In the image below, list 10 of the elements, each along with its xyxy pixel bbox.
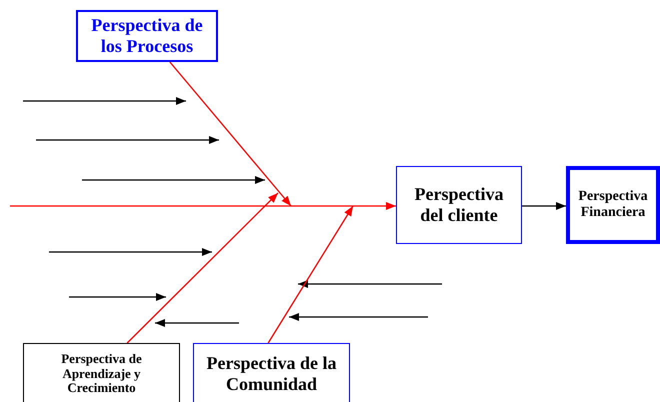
process-box: Perspectiva Financiera bbox=[566, 166, 660, 244]
process-box: Perspectiva de los Procesos bbox=[76, 10, 218, 62]
arrow bbox=[169, 62, 292, 206]
process-box: Perspectiva de la Comunidad bbox=[193, 343, 350, 402]
arrow bbox=[126, 192, 278, 344]
arrow bbox=[268, 206, 354, 344]
arrow bbox=[522, 202, 566, 210]
arrow bbox=[10, 202, 396, 210]
process-box: Perspectiva de Aprendizaje y Crecimiento bbox=[23, 343, 180, 402]
process-box: Perspectiva del cliente bbox=[396, 166, 522, 244]
